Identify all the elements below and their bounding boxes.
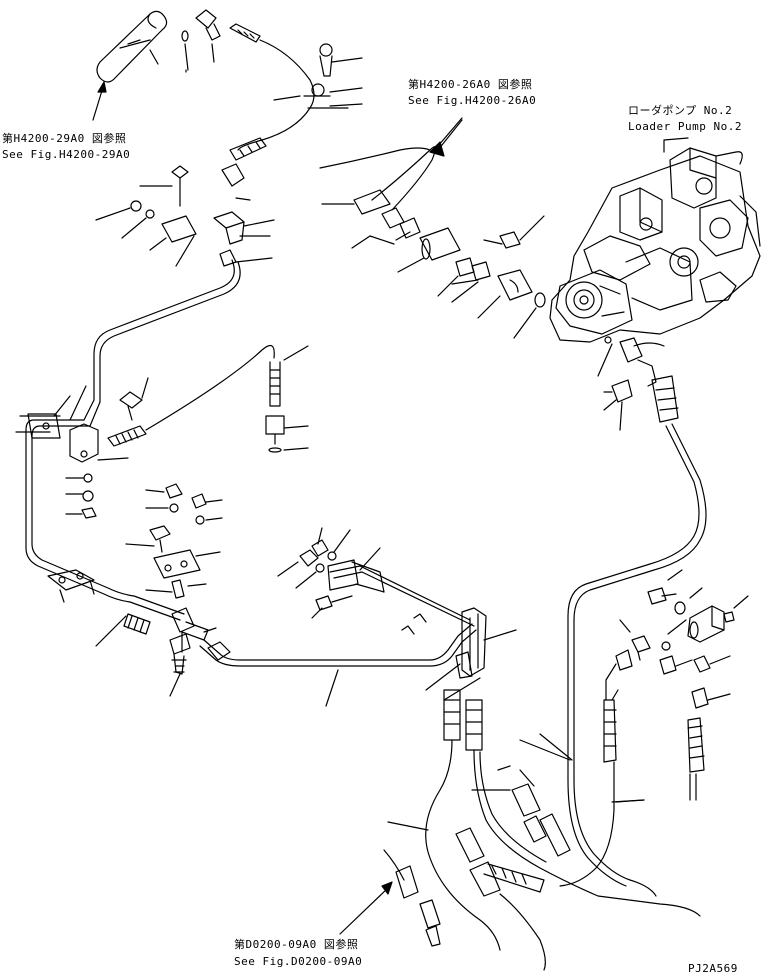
hose-fittings-right-column: [559, 619, 731, 887]
drawing-code: PJ2A569: [688, 962, 738, 975]
hose-swivel-left: [95, 613, 151, 647]
steel-pipe-left: [15, 259, 241, 621]
ref-h4200-29a0-en: See Fig.H4200-29A0: [2, 148, 131, 161]
hose-fitting-mid: [107, 344, 275, 447]
bolt-cluster-left: [95, 165, 197, 267]
bolt-nut-cluster-center: [277, 527, 353, 619]
hose-upper-center: [319, 119, 463, 249]
vertical-hose-fitting: [265, 345, 309, 453]
clamp-fitting: [213, 211, 275, 267]
flange-connector: [477, 215, 546, 339]
cylinder-tube: [96, 10, 189, 83]
hose-ferrule: [221, 137, 267, 187]
nut-washer-stack-left: [65, 473, 97, 519]
pump-fitting-and-hose: [567, 337, 707, 897]
bolt-cluster-middle: [125, 483, 223, 553]
leader-lines-misc: [185, 69, 349, 237]
pressure-switch: [687, 595, 749, 643]
long-bracket-rod: [327, 547, 475, 635]
lower-hoses: [387, 689, 701, 971]
sleeve-and-clamps: [397, 227, 491, 303]
ref-h4200-29a0-jp: 第H4200-29A0 図参照: [2, 132, 127, 145]
bolts-top-right: [273, 43, 363, 107]
hose-end-reference: [339, 849, 441, 947]
mounting-plate-middle: [145, 549, 221, 599]
ref-d0200-09a0-jp: 第D0200-09A0 図参照: [234, 938, 359, 951]
ref-d0200-09a0-en: See Fig.D0200-09A0: [234, 955, 363, 968]
pipe-fitting-bottom-right: [425, 607, 517, 701]
elbow-fitting-top: [195, 9, 221, 63]
hose-joint-center: [169, 607, 217, 697]
loader-pump-illustration: [549, 137, 761, 377]
ref-h4200-26a0-en: See Fig.H4200-26A0: [408, 94, 537, 107]
loader-pump-label-en: Loader Pump No.2: [628, 120, 742, 133]
bolt-washer-right: [647, 569, 703, 615]
hose-fitting-top: [229, 23, 315, 151]
steel-pipe-bottom: [199, 623, 477, 707]
pipe-bracket-lower: [47, 569, 95, 603]
reference-arrow-h4200-29a0: [92, 81, 107, 121]
loader-pump-label-jp: ローダポンプ No.2: [628, 104, 733, 117]
pipe-bracket-upper: [27, 385, 129, 463]
reference-arrow-h4200-26a0: [437, 117, 463, 147]
ref-h4200-26a0-jp: 第H4200-26A0 図参照: [408, 78, 533, 91]
